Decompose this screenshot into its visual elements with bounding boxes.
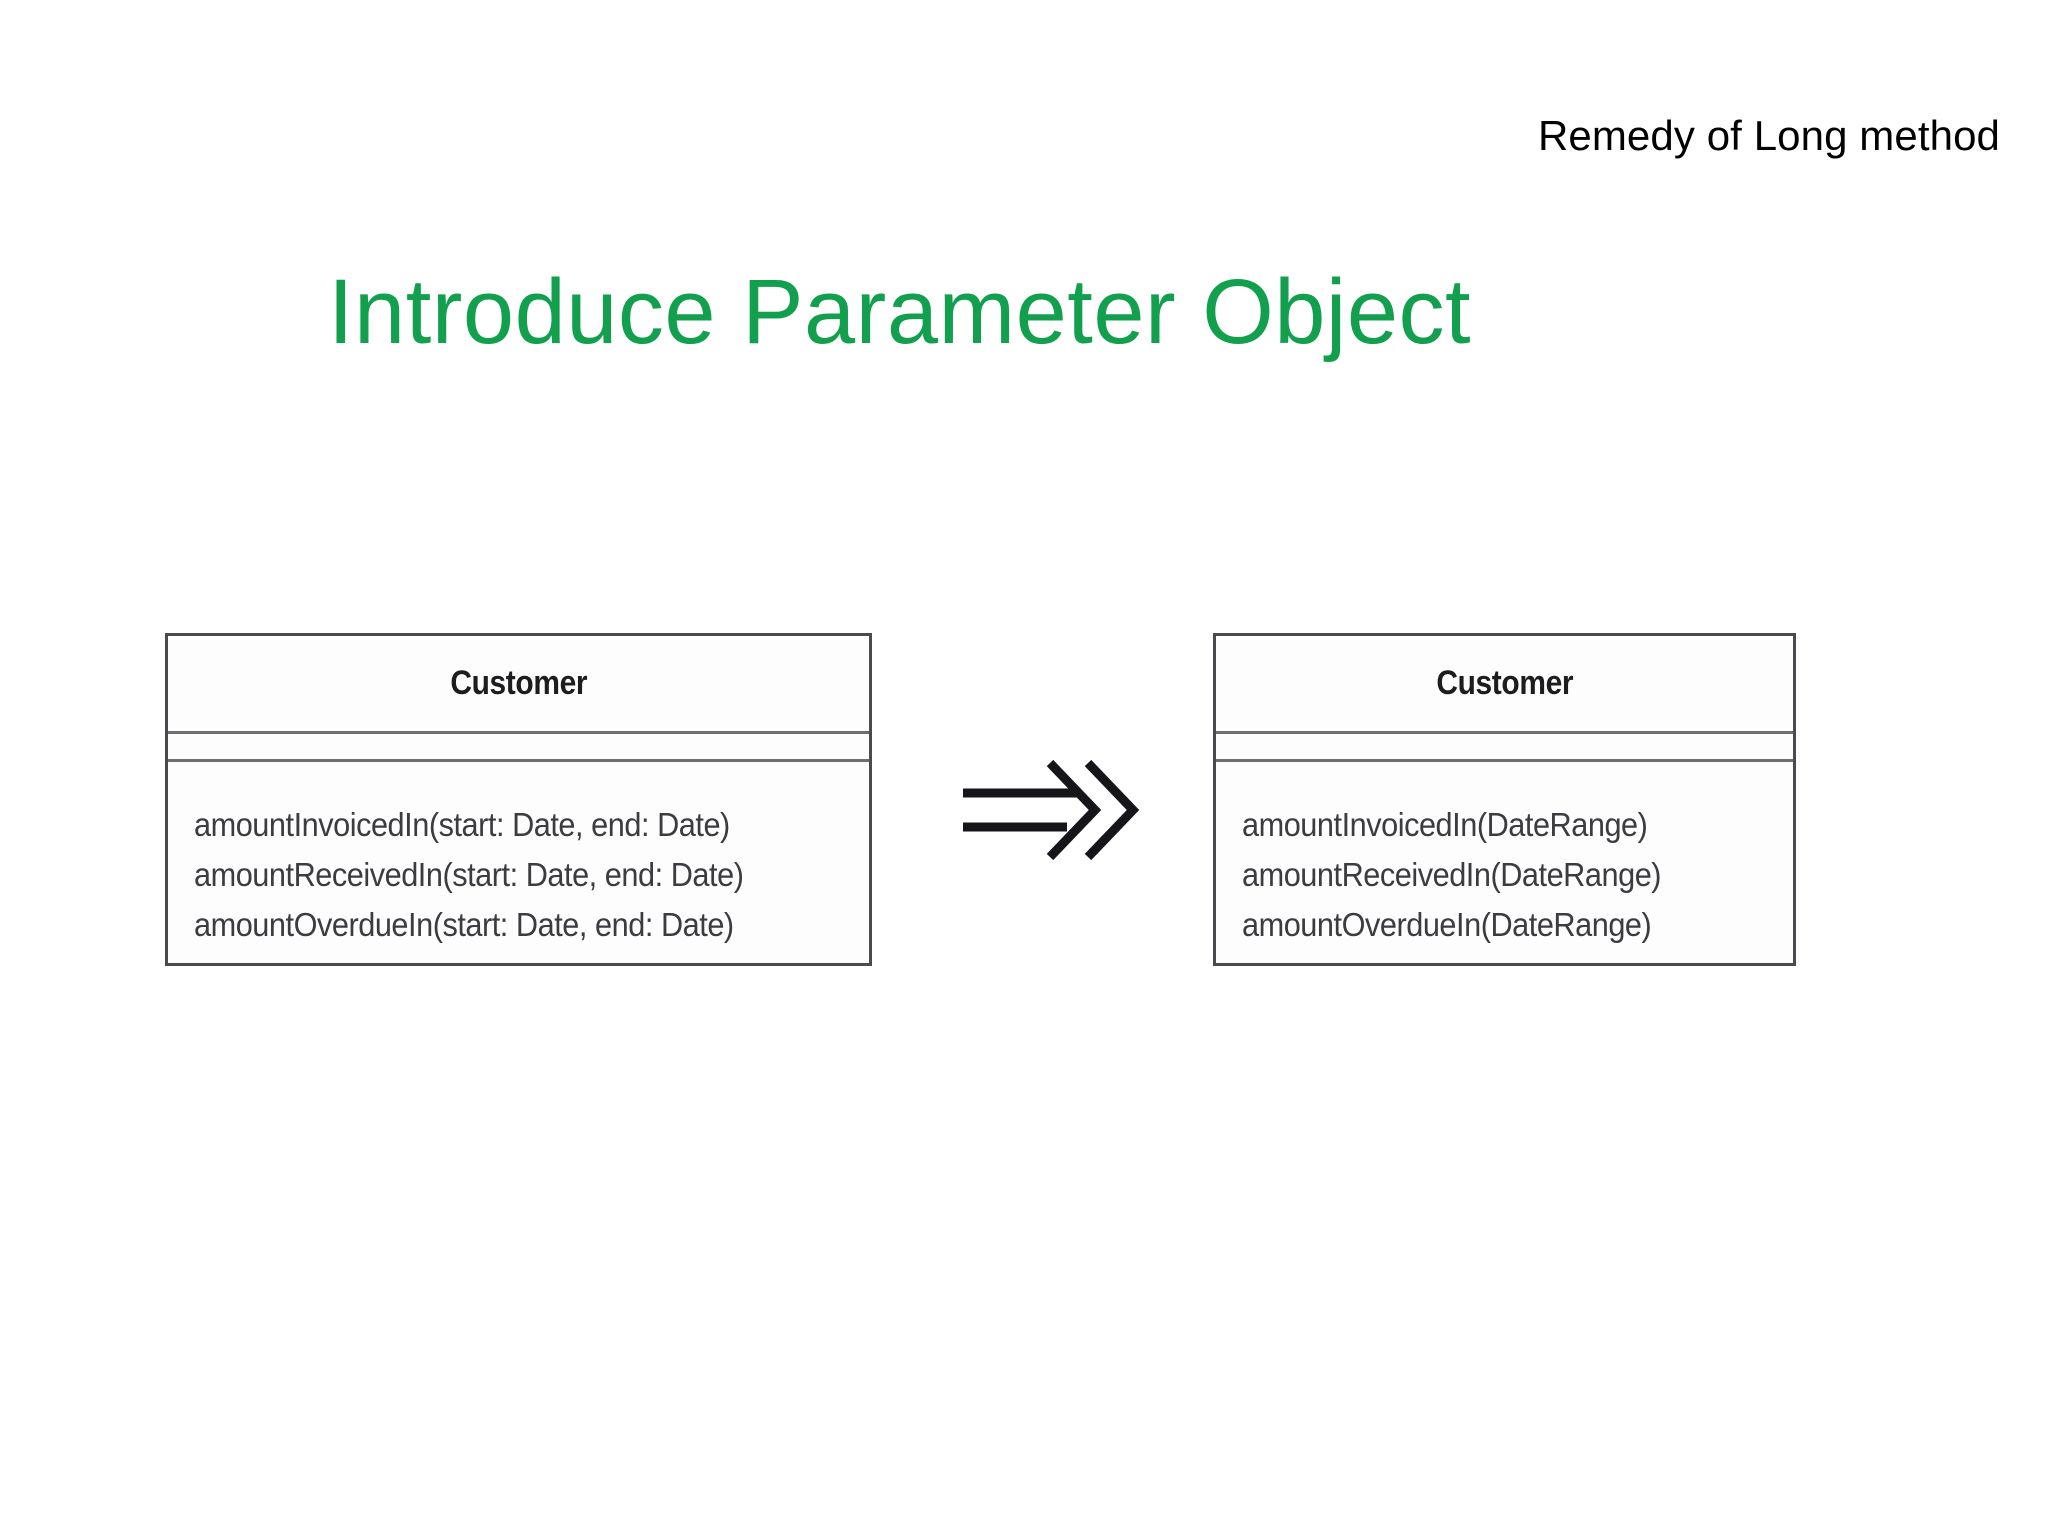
double-chevron-right-arrow-icon <box>955 755 1150 865</box>
uml-operation: amountInvoicedIn(DateRange) <box>1242 806 1648 843</box>
uml-operation: amountReceivedIn(DateRange) <box>1242 856 1662 893</box>
uml-operations-compartment-before: amountInvoicedIn(start: Date, end: Date)… <box>168 762 869 950</box>
uml-separator-bottom-after <box>1216 759 1793 762</box>
uml-attributes-compartment-before <box>168 734 869 759</box>
uml-separator-bottom-before <box>168 759 869 762</box>
uml-separator-top-before <box>168 731 869 734</box>
slide-kicker: Remedy of Long method <box>1537 112 2000 159</box>
uml-class-box-before[interactable]: Customer amountInvoicedIn(start: Date, e… <box>165 633 872 966</box>
uml-separator-top-after <box>1216 731 1793 734</box>
uml-class-name-before: Customer <box>450 664 587 702</box>
uml-operations-compartment-after: amountInvoicedIn(DateRange) amountReceiv… <box>1216 762 1793 950</box>
uml-attributes-compartment-after <box>1216 734 1793 759</box>
uml-operation: amountOverdueIn(start: Date, end: Date) <box>194 906 734 943</box>
uml-operation: amountInvoicedIn(start: Date, end: Date) <box>194 806 730 843</box>
uml-class-box-after[interactable]: Customer amountInvoicedIn(DateRange) amo… <box>1213 633 1796 966</box>
page-title: Introduce Parameter Object <box>328 260 1472 363</box>
uml-name-compartment-before: Customer <box>168 636 869 731</box>
uml-class-name-after: Customer <box>1436 664 1573 702</box>
uml-operation: amountReceivedIn(start: Date, end: Date) <box>194 856 744 893</box>
uml-name-compartment-after: Customer <box>1216 636 1793 731</box>
uml-operation: amountOverdueIn(DateRange) <box>1242 906 1652 943</box>
